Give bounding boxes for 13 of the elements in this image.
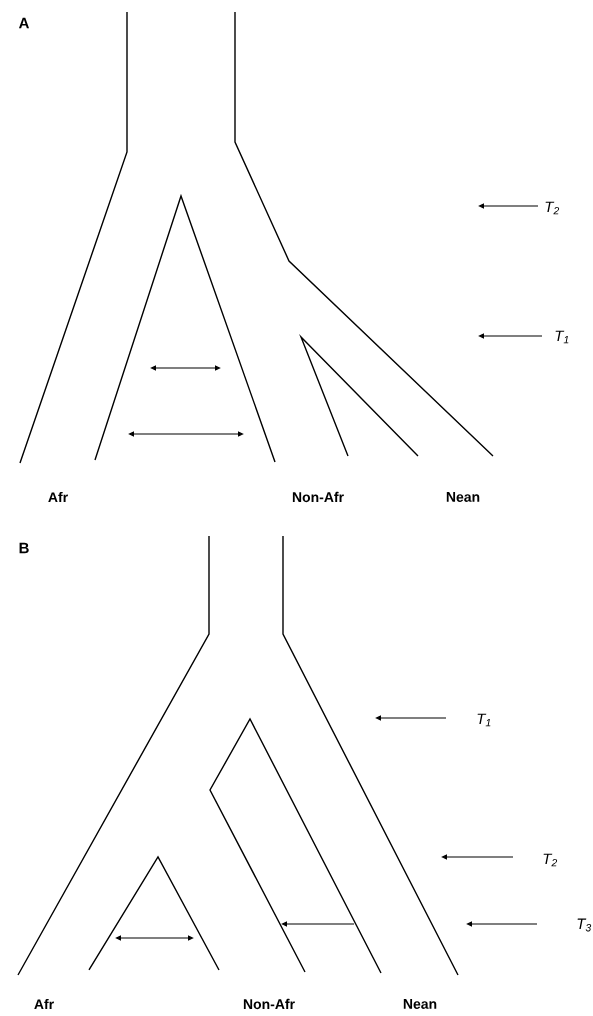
population-label: Non-Afr (292, 491, 344, 503)
panel-label: A (18, 17, 29, 29)
panel-label: B (19, 542, 29, 554)
population-label: Non-Afr (243, 998, 295, 1010)
population-label: Nean (403, 999, 437, 1009)
time-label: T$_{2}$ (543, 853, 558, 867)
population-label: Afr (34, 998, 54, 1010)
time-label: T$_{1}$ (555, 330, 569, 344)
time-label: T$_{2}$ (545, 201, 560, 215)
time-label: T$_{1}$ (477, 713, 491, 727)
population-label: Nean (446, 492, 480, 502)
population-label: Afr (48, 491, 68, 503)
time-label: T$_{3}$ (577, 918, 592, 932)
